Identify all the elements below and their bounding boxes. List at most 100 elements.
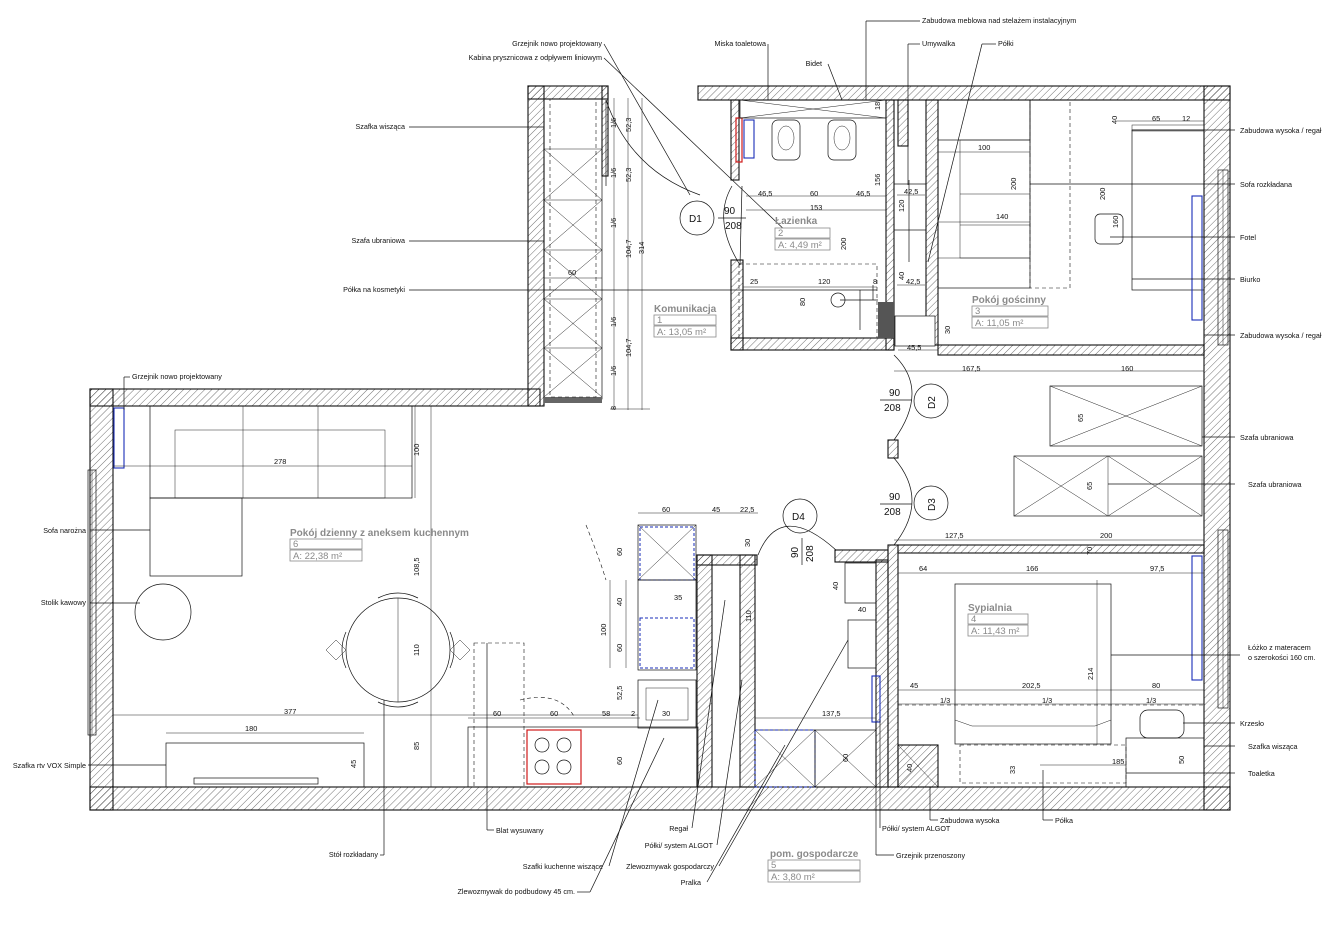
dim: 1/6 xyxy=(609,118,618,128)
label-biurko: Biurko xyxy=(1240,275,1260,284)
armchair xyxy=(1094,213,1124,245)
label-krzeslo: Krzesło xyxy=(1240,719,1264,728)
dim: 85 xyxy=(412,742,421,750)
wall-guest-bottom xyxy=(937,344,1205,356)
tv-cabinet xyxy=(165,742,365,788)
dim: 200 xyxy=(1009,178,1018,190)
dim: 153 xyxy=(810,203,822,212)
dim: 1/3 xyxy=(940,696,950,705)
dim: 108,5 xyxy=(412,558,421,577)
dimension-lines xyxy=(113,98,1204,787)
dim: 25 xyxy=(750,277,758,286)
dim: 40 xyxy=(615,598,624,606)
door-height: 208 xyxy=(725,221,742,232)
chair xyxy=(1139,709,1185,739)
shaft-box xyxy=(894,315,936,347)
label-pralka: Pralka xyxy=(681,878,701,887)
dim: 200 xyxy=(1100,531,1112,540)
door-tag-d1: D1 90 208 xyxy=(679,200,746,236)
wall-bottom xyxy=(89,786,1231,811)
dim: 40 xyxy=(858,605,866,614)
dim: 60 xyxy=(568,268,576,277)
dim: 1/6 xyxy=(609,218,618,228)
label-sofa-narozna: Sofa narożna xyxy=(43,526,86,535)
door-tag-d2: D2 90 208 xyxy=(880,383,949,419)
room-name: Łazienka xyxy=(775,216,818,227)
toilet xyxy=(771,119,801,161)
wall-pillar-top xyxy=(696,554,758,566)
door-height: 208 xyxy=(805,545,816,562)
room-number: 4 xyxy=(971,614,976,625)
dim: 22,5 xyxy=(740,505,754,514)
dim: 30 xyxy=(943,326,952,334)
dim: 60 xyxy=(615,644,624,652)
dim: 65 xyxy=(1076,414,1085,422)
dim: 160 xyxy=(1111,216,1120,228)
kitchen-counter xyxy=(467,726,699,788)
windows xyxy=(87,169,1229,736)
label-fotel: Fotel xyxy=(1240,233,1256,242)
radiator-bath xyxy=(743,119,755,159)
dim: 314 xyxy=(637,242,646,254)
door-id: D3 xyxy=(927,498,938,511)
label-blat: Blat wysuwany xyxy=(496,826,544,835)
room-label-komunikacja: Komunikacja 1 A: 13,05 m² xyxy=(653,304,717,338)
dim: 97,5 xyxy=(1150,564,1164,573)
wall-left xyxy=(89,388,114,811)
furniture xyxy=(113,98,1205,788)
dim: 167,5 xyxy=(962,364,981,373)
dim: 45 xyxy=(910,681,918,690)
label-szafka-rtv: Szafka rtv VOX Simple xyxy=(13,761,86,770)
dim: 52,5 xyxy=(615,686,624,700)
door-width: 90 xyxy=(889,388,901,399)
room-number: 6 xyxy=(293,539,298,550)
label-lozko-1: Łóżko z materacem xyxy=(1248,643,1311,652)
wall-kitchen-pillar xyxy=(696,554,713,788)
room-label-sypialnia: Sypialnia 4 A: 11,43 m² xyxy=(967,603,1029,637)
dim: 40 xyxy=(897,272,906,280)
label-bidet: Bidet xyxy=(806,59,822,68)
shaft xyxy=(878,302,894,338)
room-number: 3 xyxy=(975,306,980,317)
dim: 104,7 xyxy=(624,339,633,358)
label-grzejnik-living: Grzejnik nowo projektowany xyxy=(132,372,222,381)
dim: 60 xyxy=(615,757,624,765)
room-number: 2 xyxy=(778,228,783,239)
dim: 160 xyxy=(1121,364,1133,373)
dim: 214 xyxy=(1086,668,1095,680)
wall-wardrobe-left xyxy=(527,85,545,407)
dim: 60 xyxy=(662,505,670,514)
room-area: A: 13,05 m² xyxy=(657,327,706,338)
washbasin xyxy=(893,183,927,231)
room-area: A: 4,49 m² xyxy=(778,240,822,251)
dim: 1/6 xyxy=(609,168,618,178)
room-name: Pokój gościnny xyxy=(972,295,1046,306)
wardrobe-corridor-2 xyxy=(1013,455,1203,517)
label-lozko-2: o szerokości 160 cm. xyxy=(1248,653,1316,662)
dim: 30 xyxy=(743,539,752,547)
label-grzejnik-top: Grzejnik nowo projektowany xyxy=(512,39,602,48)
dim: 65 xyxy=(1085,482,1094,490)
dim: 166 xyxy=(1026,564,1038,573)
dim: 377 xyxy=(284,707,296,716)
dim: 110 xyxy=(412,644,421,656)
dim: 42,5 xyxy=(904,187,918,196)
dim: 64 xyxy=(919,564,927,573)
dim: 100 xyxy=(978,143,990,152)
dim: 202,5 xyxy=(1022,681,1041,690)
bed xyxy=(898,583,1204,745)
dim: 278 xyxy=(274,457,286,466)
dim: 33 xyxy=(1008,766,1017,774)
door-width: 90 xyxy=(889,492,901,503)
dim: 58 xyxy=(602,709,610,718)
room-area: A: 11,05 m² xyxy=(975,318,1023,329)
door-height: 208 xyxy=(884,403,901,414)
desk xyxy=(1131,129,1205,291)
dim: 185 xyxy=(1112,757,1124,766)
wall-wardrobe-right xyxy=(601,85,609,177)
vanity xyxy=(1125,737,1205,788)
wall-top-main xyxy=(697,85,1231,101)
room-number: 1 xyxy=(657,315,662,326)
label-szafa-ubraniowa-r2: Szafa ubraniowa xyxy=(1248,480,1302,489)
